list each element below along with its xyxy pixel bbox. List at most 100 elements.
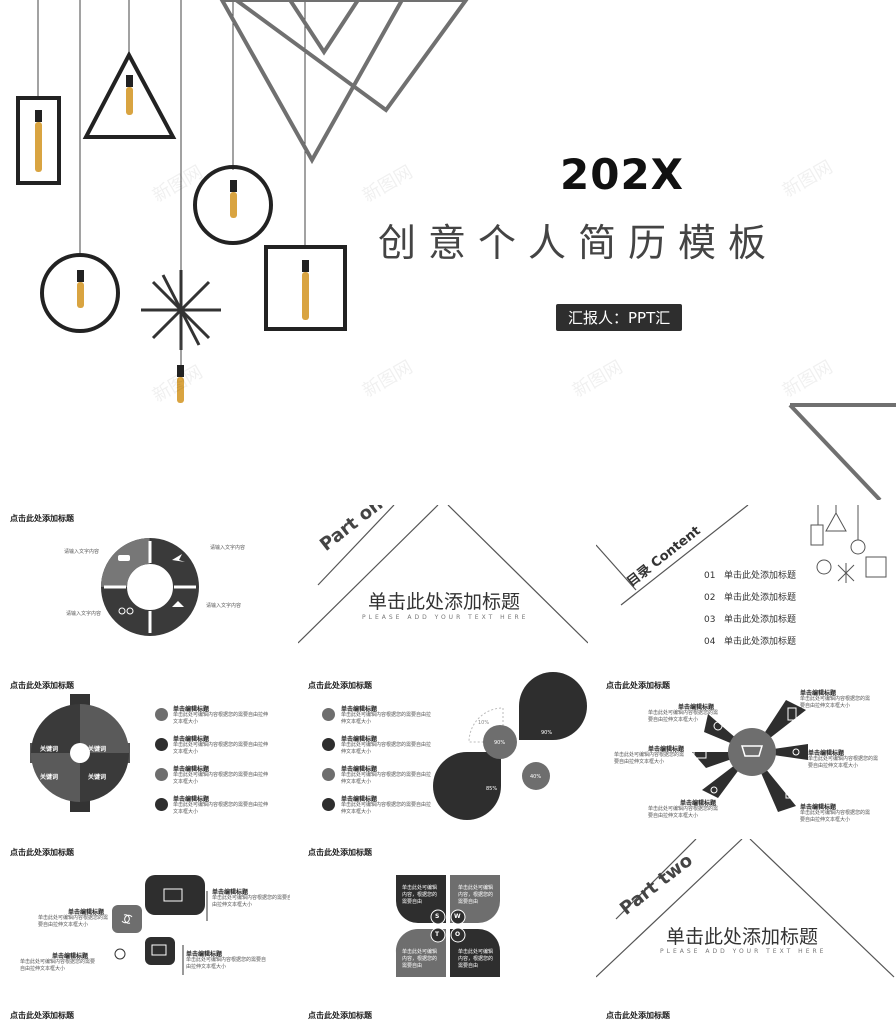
toc-number: 04 [704,637,716,647]
section-subtitle: PLEASE ADD YOUR TEXT HERE [362,614,529,621]
toc-number: 01 [704,571,716,581]
toc-item-2[interactable]: 02 单击此处添加标题 [704,590,796,603]
item-text: 单击此处可编辑内容根据您的需要自由拉伸文本框大小 [173,742,269,755]
item-text: 单击此处可编辑内容根据您的需要自由拉伸文本框大小 [186,957,267,970]
toc-item-4[interactable]: 04 单击此处添加标题 [704,634,796,647]
item-title: 单击编辑标题 [678,704,715,711]
percent-label: 90% [541,730,553,736]
item-text: 单击此处可编辑内容根据您的需要自由拉伸文本框大小 [341,742,432,755]
item-text: 单击此处可编辑内容根据您的需要自由拉伸文本框大小 [341,772,432,785]
toc-number: 02 [704,593,716,603]
slide-title: 点击此处添加标题 [10,514,74,523]
item-title: 单击编辑标题 [52,953,89,960]
item-title: 单击编辑标题 [680,800,717,807]
petal-text: 单击此处可编辑内容，根据您的需要自由 [402,885,438,905]
item-text: 单击此处可编辑内容根据您的需要自由拉伸文本框大小 [20,959,96,972]
slide-title: 点击此处添加标题 [10,848,74,857]
item-text: 单击此处可编辑内容根据您的需要自由拉伸文本框大小 [173,772,269,785]
slide-title: 点击此处添加标题 [308,848,372,857]
item-title: 单击编辑标题 [648,746,685,753]
item-title: 单击编辑标题 [68,909,105,916]
item-title: 单击编辑标题 [173,706,210,713]
bullet-dot [155,798,168,811]
toc-item-1[interactable]: 01 单击此处添加标题 [704,568,796,581]
item-title: 单击编辑标题 [808,750,845,757]
item-text: 单击此处可编辑内容根据您的需要自由拉伸文本框大小 [808,756,879,769]
item-title: 单击编辑标题 [800,690,837,697]
swot-letter: O [455,931,461,938]
gear-diagram [30,694,130,812]
reporter-badge: 汇报人：PPT汇 [556,304,683,331]
bullet-dot [322,768,335,781]
petal-text: 单击此处可编辑内容，根据您的需要自由 [458,885,494,905]
toc-text: 单击此处添加标题 [724,637,797,647]
toc-number: 03 [704,615,716,625]
item-title: 单击编辑标题 [173,796,210,803]
slide-thumbnail-9[interactable]: Part two 单击此处添加标题 PLEASE ADD YOUR TEXT H… [596,839,896,994]
section-heading: 单击此处添加标题 [666,926,819,948]
gear-keyword: 关键词 [88,746,107,753]
item-text: 单击此处可编辑内容根据您的需要自由拉伸文本框大小 [614,752,685,765]
gear-keyword: 关键词 [40,774,59,781]
slide-thumbnail-2[interactable]: Part one 单击此处添加标题 PLEASE ADD YOUR TEXT H… [298,505,588,660]
slide-thumbnail-8[interactable]: 点击此处添加标题 S W T O 单击此处可编辑内容，根据您的需要自由 单击此处… [298,839,588,994]
ring-note: 请输入文字内容 [66,611,102,617]
bullet-dot [155,708,168,721]
item-text: 单击此处可编辑内容根据您的需要自由拉伸文本框大小 [341,712,432,725]
percent-label: 90% [494,740,506,746]
toc-text: 单击此处添加标题 [724,593,797,603]
next-slide-title: 点击此处添加标题 [606,1011,670,1020]
slide-thumbnail-3[interactable]: 目录 Content 01 单击此处添加标题 02 单击此处添加标题 03 单击… [596,505,896,660]
toc-item-3[interactable]: 03 单击此处添加标题 [704,612,796,625]
petal-diagram [433,672,587,820]
section-heading: 单击此处添加标题 [368,591,521,613]
item-text: 单击此处可编辑内容根据您的需要自由拉伸文本框大小 [38,915,109,928]
diagonal-lines [298,505,588,644]
gear-keyword: 关键词 [40,746,59,753]
toc-text: 单击此处添加标题 [724,615,797,625]
item-title: 单击编辑标题 [212,889,249,896]
item-text: 单击此处可编辑内容根据您的需要自由拉伸文本框大小 [173,802,269,815]
next-slide-title: 点击此处添加标题 [10,1011,74,1020]
slide-title: 点击此处添加标题 [606,681,670,690]
item-text: 单击此处可编辑内容根据您的需要自由拉伸文本框大小 [800,810,871,823]
percent-label: 85% [486,786,498,792]
item-text: 单击此处可编辑内容根据您的需要自由拉伸文本框大小 [212,895,290,908]
radial-diagram [692,700,808,812]
item-title: 单击编辑标题 [173,766,210,773]
ring-note: 请输入文字内容 [210,545,246,551]
ring-note: 请输入文字内容 [206,603,242,609]
item-title: 单击编辑标题 [341,796,378,803]
section-subtitle: PLEASE ADD YOUR TEXT HERE [660,948,827,955]
ring-note: 请输入文字内容 [64,549,100,555]
ring-diagram [101,538,199,636]
pendant-lamps-illustration [16,0,896,500]
item-text: 单击此处可编辑内容根据您的需要自由拉伸文本框大小 [648,710,719,723]
slide-thumbnail-1[interactable]: 点击此处添加标题 请输入文字内容 请输入文字内容 请输入文字内容 请输入文字内容 [0,505,290,660]
swot-letter: T [435,931,440,938]
bullet-dot [322,738,335,751]
item-title: 单击编辑标题 [341,766,378,773]
swot-letter: S [435,913,440,920]
item-text: 单击此处可编辑内容根据您的需要自由拉伸文本框大小 [800,696,871,709]
item-text: 单击此处可编辑内容根据您的需要自由拉伸文本框大小 [648,806,719,819]
blocks-diagram [112,875,208,975]
item-title: 单击编辑标题 [341,736,378,743]
slide-thumbnail-4[interactable]: 点击此处添加标题 关键词 关键词 关键词 关键词 单击编辑标题 单击此处可编辑内… [0,672,290,827]
diagonal-lines [596,839,895,978]
item-text: 单击此处可编辑内容根据您的需要自由拉伸文本框大小 [341,802,432,815]
cover-slide: 202X 创意个人简历模板 汇报人：PPT汇 新图网 新图网 新图网 新图网 新… [0,0,896,500]
cover-subtitle: 创意个人简历模板 [378,221,779,265]
slide-title: 点击此处添加标题 [10,681,74,690]
item-title: 单击编辑标题 [173,736,210,743]
percent-label: 10% [478,720,490,726]
next-slide-title: 点击此处添加标题 [308,1011,372,1020]
contents-decor [596,505,887,606]
slide-thumbnail-6[interactable]: 点击此处添加标题 单击编辑标题 单击此处可编辑内容根据您的需要自由拉伸文本框大小… [596,672,896,827]
petal-text: 单击此处可编辑内容，根据您的需要自由 [402,949,438,969]
slide-thumbnail-5[interactable]: 点击此处添加标题 单击编辑标题 单击此处可编辑内容根据您的需要自由拉伸文本框大小… [298,672,588,827]
item-title: 单击编辑标题 [800,804,837,811]
swot-letter: W [454,913,461,920]
bullet-dot [155,768,168,781]
slide-thumbnail-7[interactable]: 点击此处添加标题 单击编辑标题 单击此处可编辑内容根据您的需要自由拉伸文本框大小… [0,839,290,994]
